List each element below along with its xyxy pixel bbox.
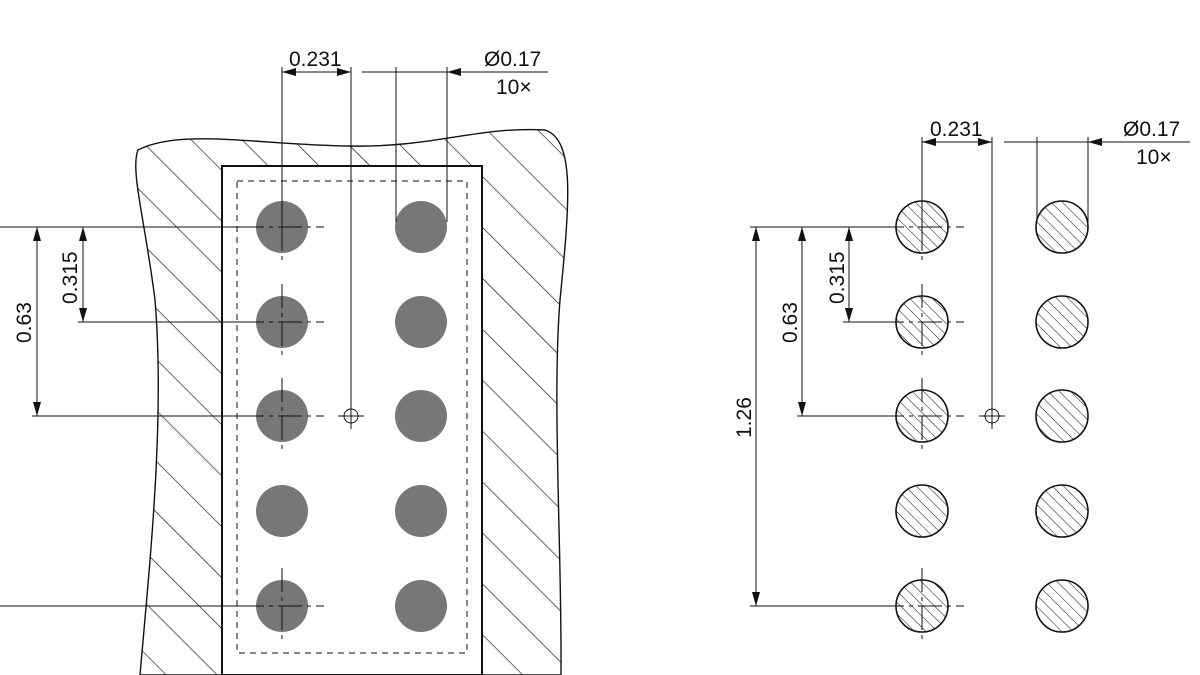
right-view: 0.231 Ø0.17 10× 0.315 0.63	[733, 118, 1190, 644]
right-pitch-label: 0.231	[930, 118, 983, 141]
left-pitch-label: 0.231	[289, 48, 342, 71]
pad-b1	[1035, 200, 1089, 254]
left-row-pitch-label: 0.315	[59, 251, 82, 304]
pad-b1	[395, 201, 447, 253]
right-half-span-label: 0.63	[779, 302, 802, 343]
right-pitch-dimension	[921, 137, 1037, 405]
pad-b5	[1035, 579, 1089, 633]
pad-b3	[395, 390, 447, 442]
right-pad-array	[895, 200, 1089, 633]
right-half-span-dimension	[797, 227, 885, 417]
pad-b2	[395, 296, 447, 348]
pad-b4	[395, 485, 447, 537]
left-row-pitch-dimension	[0, 226, 244, 323]
right-array-center-mark	[979, 403, 1005, 429]
left-half-span-label: 0.63	[13, 302, 36, 343]
right-diameter-label: Ø0.17	[1123, 118, 1180, 141]
left-diameter-dimension	[395, 67, 548, 222]
pad-b4	[1035, 484, 1089, 538]
left-half-span-dimension	[0, 227, 244, 607]
keepout-outline	[236, 180, 468, 654]
right-diameter-dimension	[1036, 137, 1190, 222]
pad-a4	[895, 484, 949, 538]
left-pad-array	[256, 201, 447, 632]
right-centerlines	[880, 189, 964, 644]
left-view: 0.231 Ø0.17 10× 0.315 0.63	[0, 48, 569, 675]
pad-b2	[1035, 295, 1089, 349]
right-row-pitch-label: 0.315	[826, 251, 849, 304]
array-center-mark	[338, 403, 364, 429]
left-pitch-dimension	[281, 67, 396, 405]
pad-a4	[256, 485, 308, 537]
pad-b3	[1035, 389, 1089, 443]
right-full-span-dimension	[750, 227, 885, 607]
right-full-span-label: 1.26	[733, 397, 756, 438]
right-row-pitch-dimension	[750, 226, 885, 323]
pad-b5	[395, 580, 447, 632]
right-count-label: 10×	[1136, 146, 1172, 169]
left-diameter-label: Ø0.17	[484, 48, 541, 71]
left-count-label: 10×	[496, 76, 532, 99]
